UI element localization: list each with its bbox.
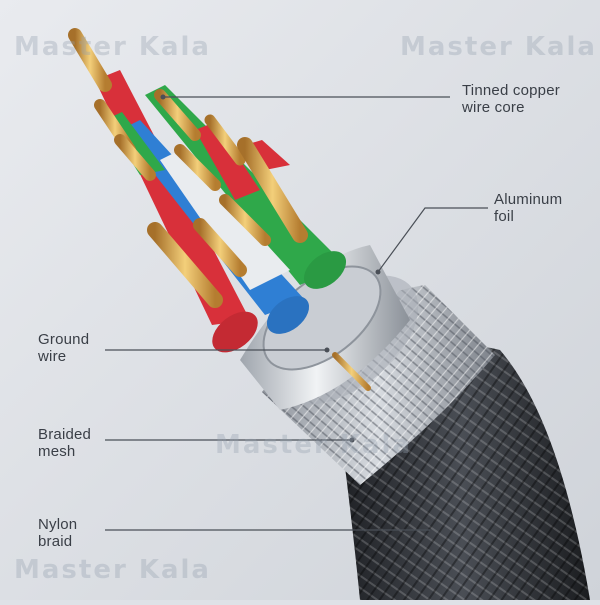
label-aluminum-foil: Aluminum foil	[494, 191, 563, 225]
copper-strands	[68, 28, 371, 391]
watermark: Master Kala	[14, 555, 211, 585]
watermark: Master Kala	[400, 32, 597, 62]
label-nylon-braid: Nylon braid	[38, 516, 78, 550]
label-braided-mesh: Braided mesh	[38, 426, 92, 460]
label-tinned-copper: Tinned copper wire core	[462, 82, 560, 116]
leader-lines	[105, 94, 488, 531]
watermark: Master Kala	[215, 430, 412, 460]
watermark: Master Kala	[14, 32, 211, 62]
conductor-bundle	[95, 70, 347, 353]
leader-aluminum-foil	[377, 207, 488, 273]
label-ground-wire: Ground wire	[38, 331, 90, 365]
aluminum-foil-section	[240, 245, 410, 410]
